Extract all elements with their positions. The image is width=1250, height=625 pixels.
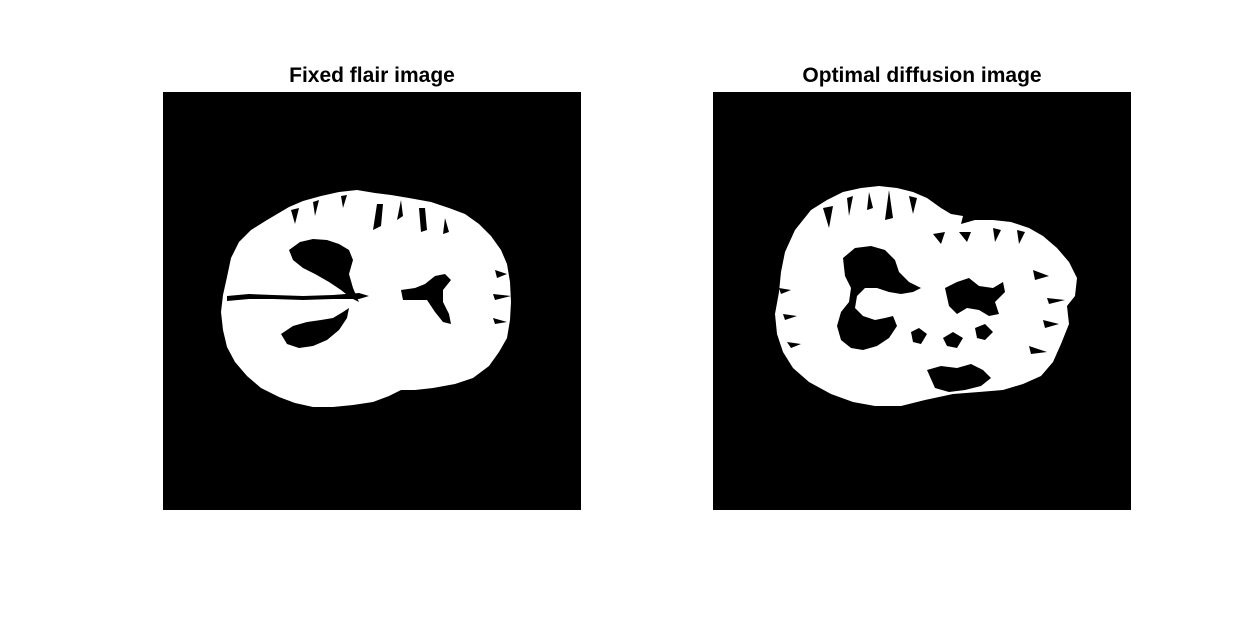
brain-mask-region xyxy=(221,190,511,407)
optimal-diffusion-brain-mask-image xyxy=(713,92,1131,510)
ventricle-lower-left xyxy=(281,308,349,348)
sulci-right xyxy=(493,270,511,324)
right-panel-title: Optimal diffusion image xyxy=(802,64,1042,87)
ventricle-upper-left xyxy=(289,239,359,302)
interior-holes xyxy=(911,324,993,348)
fixed-flair-brain-mask-image xyxy=(163,92,581,510)
lower-dark-region xyxy=(927,364,991,392)
ventricle-right xyxy=(945,278,1005,316)
left-panel-title: Fixed flair image xyxy=(289,64,455,87)
brain-mask-region xyxy=(775,186,1077,406)
sulci-left xyxy=(779,288,801,348)
ventricle-left-large xyxy=(837,246,921,350)
ventricle-right xyxy=(401,274,451,324)
midline-fissure xyxy=(227,293,369,301)
